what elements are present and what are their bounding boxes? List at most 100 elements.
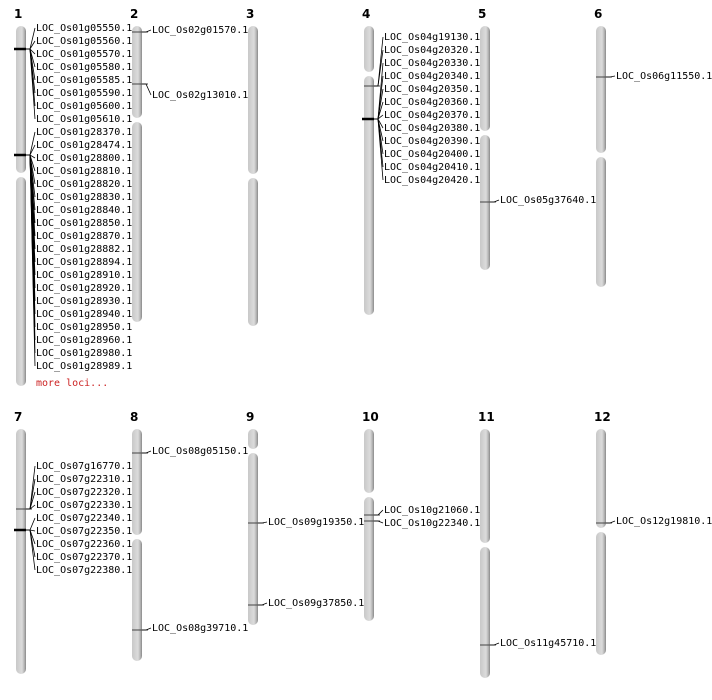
locus-label[interactable]: LOC_Os01g28920.1	[36, 283, 132, 294]
locus-label[interactable]: LOC_Os04g20380.1	[384, 123, 480, 134]
locus-connector	[142, 83, 152, 96]
locus-connector	[26, 478, 36, 510]
chromosome-arm	[248, 26, 258, 174]
locus-label[interactable]: LOC_Os01g28370.1	[36, 127, 132, 138]
locus-label[interactable]: LOC_Os01g05570.1	[36, 49, 132, 60]
locus-label[interactable]: LOC_Os12g19810.1	[616, 516, 712, 527]
locus-label[interactable]: LOC_Os07g22310.1	[36, 474, 132, 485]
locus-label[interactable]: LOC_Os07g22380.1	[36, 565, 132, 576]
locus-label[interactable]: LOC_Os07g22340.1	[36, 513, 132, 524]
locus-label[interactable]: LOC_Os01g28930.1	[36, 296, 132, 307]
locus-label[interactable]: LOC_Os01g28820.1	[36, 179, 132, 190]
locus-label[interactable]: LOC_Os01g28980.1	[36, 348, 132, 359]
locus-label[interactable]: LOC_Os06g11550.1	[616, 71, 712, 82]
locus-label[interactable]: LOC_Os07g16770.1	[36, 461, 132, 472]
chromosome-arm	[480, 547, 490, 678]
locus-label[interactable]: LOC_Os09g37850.1	[268, 598, 364, 609]
more-loci-link[interactable]: more loci...	[36, 378, 108, 389]
chromosome-label: 5	[478, 7, 486, 21]
locus-label[interactable]: LOC_Os04g20370.1	[384, 110, 480, 121]
locus-connector	[26, 517, 36, 531]
locus-label[interactable]: LOC_Os01g28910.1	[36, 270, 132, 281]
locus-label[interactable]: LOC_Os04g20410.1	[384, 162, 480, 173]
locus-label[interactable]: LOC_Os04g20400.1	[384, 149, 480, 160]
locus-label[interactable]: LOC_Os01g05585.1	[36, 75, 132, 86]
locus-label[interactable]: LOC_Os01g28830.1	[36, 192, 132, 203]
chromosome-arm	[248, 429, 258, 449]
locus-connector	[374, 88, 384, 120]
chromosome-arm	[364, 26, 374, 72]
locus-label[interactable]: LOC_Os04g20390.1	[384, 136, 480, 147]
locus-label[interactable]: LOC_Os01g05560.1	[36, 36, 132, 47]
locus-label[interactable]: LOC_Os07g22350.1	[36, 526, 132, 537]
locus-label[interactable]: LOC_Os01g28989.1	[36, 361, 132, 372]
chromosome-1: 1LOC_Os01g05550.1LOC_Os01g05560.1LOC_Os0…	[14, 7, 132, 389]
locus-label[interactable]: LOC_Os01g28960.1	[36, 335, 132, 346]
locus-connector	[26, 504, 36, 510]
chromosome-arm	[132, 429, 142, 535]
locus-connector	[26, 529, 36, 571]
locus-label[interactable]: LOC_Os01g28940.1	[36, 309, 132, 320]
locus-label[interactable]: LOC_Os02g13010.1	[152, 90, 248, 101]
locus-label[interactable]: LOC_Os01g28840.1	[36, 205, 132, 216]
locus-connector	[374, 509, 384, 516]
locus-connector	[26, 144, 36, 156]
chromosome-arm	[16, 26, 26, 173]
locus-label[interactable]: LOC_Os01g28810.1	[36, 166, 132, 177]
locus-label[interactable]: LOC_Os01g05550.1	[36, 23, 132, 34]
locus-label[interactable]: LOC_Os07g22320.1	[36, 487, 132, 498]
locus-label[interactable]: LOC_Os04g20340.1	[384, 71, 480, 82]
locus-label[interactable]: LOC_Os04g20420.1	[384, 175, 480, 186]
locus-connector	[26, 154, 36, 367]
locus-label[interactable]: LOC_Os08g05150.1	[152, 446, 248, 457]
locus-label[interactable]: LOC_Os01g05600.1	[36, 101, 132, 112]
locus-label[interactable]: LOC_Os01g28870.1	[36, 231, 132, 242]
chromosome-4: 4LOC_Os04g19130.1LOC_Os04g20320.1LOC_Os0…	[362, 7, 480, 315]
locus-connector	[606, 520, 616, 524]
locus-label[interactable]: LOC_Os04g20350.1	[384, 84, 480, 95]
locus-label[interactable]: LOC_Os01g28850.1	[36, 218, 132, 229]
locus-label[interactable]: LOC_Os04g20330.1	[384, 58, 480, 69]
locus-label[interactable]: LOC_Os01g28894.1	[36, 257, 132, 268]
locus-label[interactable]: LOC_Os10g21060.1	[384, 505, 480, 516]
chromosome-label: 8	[130, 410, 138, 424]
chromosome-arm	[16, 429, 26, 674]
locus-label[interactable]: LOC_Os08g39710.1	[152, 623, 248, 634]
chromosome-3: 3	[246, 7, 258, 326]
locus-connector	[490, 199, 500, 203]
locus-connector	[258, 521, 268, 524]
chromosome-label: 7	[14, 410, 22, 424]
locus-label[interactable]: LOC_Os01g28950.1	[36, 322, 132, 333]
locus-label[interactable]: LOC_Os07g22330.1	[36, 500, 132, 511]
chromosome-label: 10	[362, 410, 379, 424]
locus-label[interactable]: LOC_Os01g28474.1	[36, 140, 132, 151]
locus-label[interactable]: LOC_Os04g20320.1	[384, 45, 480, 56]
locus-label[interactable]: LOC_Os11g45710.1	[500, 638, 596, 649]
locus-connector	[374, 520, 384, 524]
chromosome-arm	[132, 26, 142, 118]
chromosome-arm	[16, 177, 26, 386]
locus-label[interactable]: LOC_Os07g22360.1	[36, 539, 132, 550]
chromosome-arm	[596, 429, 606, 528]
locus-label[interactable]: LOC_Os02g01570.1	[152, 25, 248, 36]
locus-label[interactable]: LOC_Os01g05610.1	[36, 114, 132, 125]
chromosome-arm	[132, 539, 142, 661]
locus-label[interactable]: LOC_Os09g19350.1	[268, 517, 364, 528]
locus-label[interactable]: LOC_Os01g28800.1	[36, 153, 132, 164]
locus-label[interactable]: LOC_Os04g19130.1	[384, 32, 480, 43]
locus-label[interactable]: LOC_Os01g28882.1	[36, 244, 132, 255]
locus-label[interactable]: LOC_Os01g05580.1	[36, 62, 132, 73]
locus-label[interactable]: LOC_Os07g22370.1	[36, 552, 132, 563]
locus-label[interactable]: LOC_Os04g20360.1	[384, 97, 480, 108]
locus-connector	[26, 40, 36, 50]
locus-label[interactable]: LOC_Os05g37640.1	[500, 195, 596, 206]
chromosome-arm	[596, 532, 606, 655]
locus-label[interactable]: LOC_Os10g22340.1	[384, 518, 480, 529]
locus-label[interactable]: LOC_Os01g05590.1	[36, 88, 132, 99]
